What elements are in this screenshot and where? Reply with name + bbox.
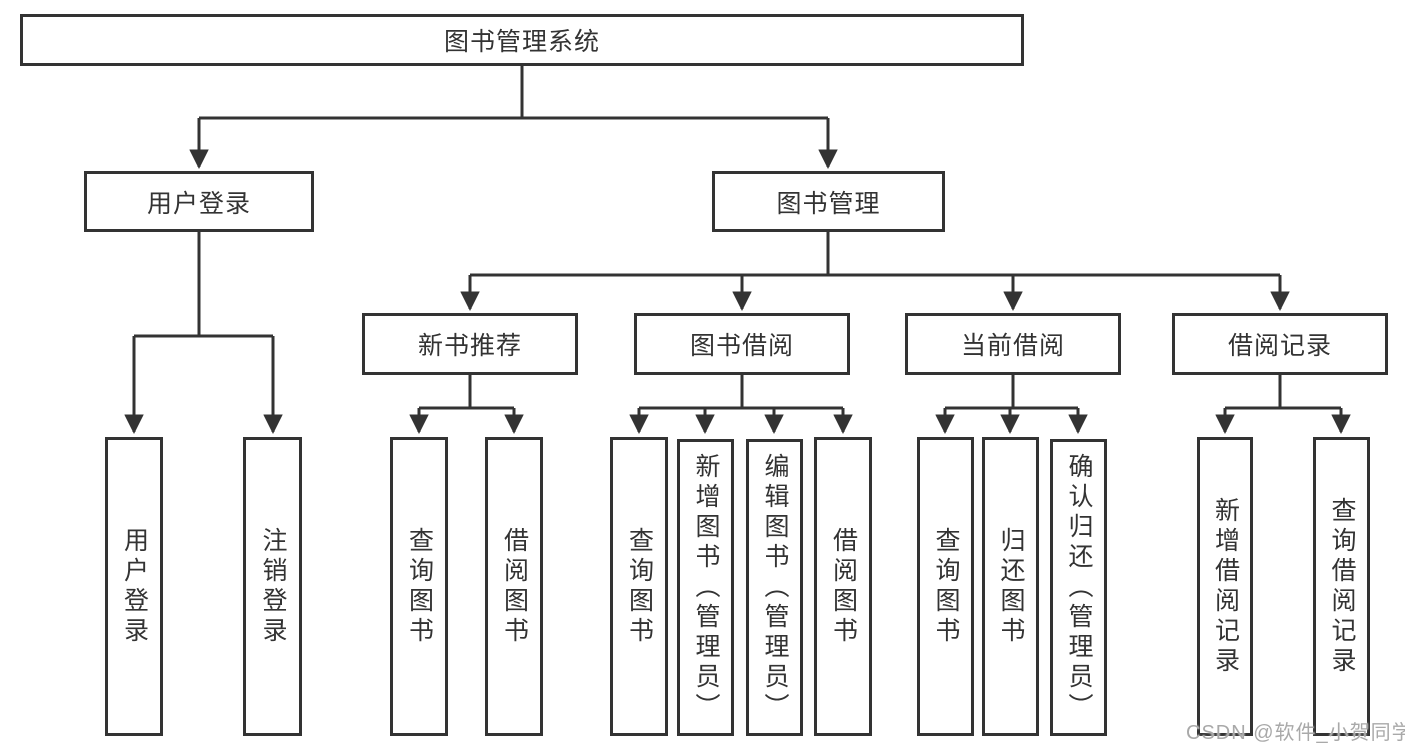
node-book-mgmt: 图书管理 bbox=[712, 171, 945, 232]
leaf-bb-query-books: 查询图书 bbox=[610, 437, 668, 736]
leaf-nbr-borrow-books-label: 借阅图书 bbox=[500, 526, 529, 647]
node-borrow-record: 借阅记录 bbox=[1172, 313, 1388, 375]
leaf-cb-query-books: 查询图书 bbox=[917, 437, 974, 736]
leaf-cb-return-books-label: 归还图书 bbox=[997, 526, 1025, 647]
node-new-book-recommend-label: 新书推荐 bbox=[417, 332, 522, 360]
leaf-logout-login-label: 注销登录 bbox=[259, 526, 287, 647]
leaf-user-login: 用户登录 bbox=[105, 437, 163, 736]
node-new-book-recommend: 新书推荐 bbox=[362, 313, 578, 375]
leaf-nbr-query-books: 查询图书 bbox=[390, 437, 448, 736]
node-root: 图书管理系统 bbox=[20, 14, 1024, 66]
leaf-cb-return-books: 归还图书 bbox=[982, 437, 1039, 736]
leaf-bb-query-books-label: 查询图书 bbox=[625, 526, 654, 647]
node-user-login: 用户登录 bbox=[84, 171, 314, 232]
leaf-nbr-borrow-books: 借阅图书 bbox=[485, 437, 543, 736]
leaf-br-add-borrow-record-label: 新增借阅记录 bbox=[1211, 496, 1240, 677]
leaf-bb-borrow-books-label: 借阅图书 bbox=[829, 526, 858, 647]
leaf-user-login-label: 用户登录 bbox=[120, 526, 149, 647]
node-current-borrow: 当前借阅 bbox=[905, 313, 1121, 375]
leaf-logout-login: 注销登录 bbox=[243, 437, 302, 736]
leaf-bb-add-books-admin-label: 新增图书（管理员） bbox=[692, 452, 720, 723]
connector-group bbox=[124, 66, 1351, 434]
leaf-bb-add-books-admin: 新增图书（管理员） bbox=[677, 439, 734, 736]
leaf-bb-edit-books-admin-label: 编辑图书（管理员） bbox=[761, 452, 789, 723]
leaf-br-query-borrow-record: 查询借阅记录 bbox=[1313, 437, 1370, 736]
leaf-br-query-borrow-record-label: 查询借阅记录 bbox=[1328, 496, 1356, 677]
node-root-label: 图书管理系统 bbox=[443, 28, 600, 56]
node-book-borrow-label: 图书借阅 bbox=[689, 332, 794, 360]
node-book-mgmt-label: 图书管理 bbox=[776, 189, 881, 218]
leaf-nbr-query-books-label: 查询图书 bbox=[405, 526, 434, 647]
leaf-bb-borrow-books: 借阅图书 bbox=[814, 437, 872, 736]
leaf-cb-query-books-label: 查询图书 bbox=[932, 526, 960, 647]
csdn-watermark: CSDN @软件_小贺同学 bbox=[1186, 722, 1405, 744]
node-user-login-label: 用户登录 bbox=[146, 189, 251, 218]
leaf-br-add-borrow-record: 新增借阅记录 bbox=[1197, 437, 1253, 736]
leaf-bb-edit-books-admin: 编辑图书（管理员） bbox=[746, 439, 803, 736]
leaf-cb-confirm-return-admin-label: 确认归还（管理员） bbox=[1065, 452, 1093, 723]
node-current-borrow-label: 当前借阅 bbox=[960, 332, 1065, 360]
node-book-borrow: 图书借阅 bbox=[634, 313, 850, 375]
leaf-cb-confirm-return-admin: 确认归还（管理员） bbox=[1050, 439, 1107, 736]
node-borrow-record-label: 借阅记录 bbox=[1227, 332, 1332, 360]
